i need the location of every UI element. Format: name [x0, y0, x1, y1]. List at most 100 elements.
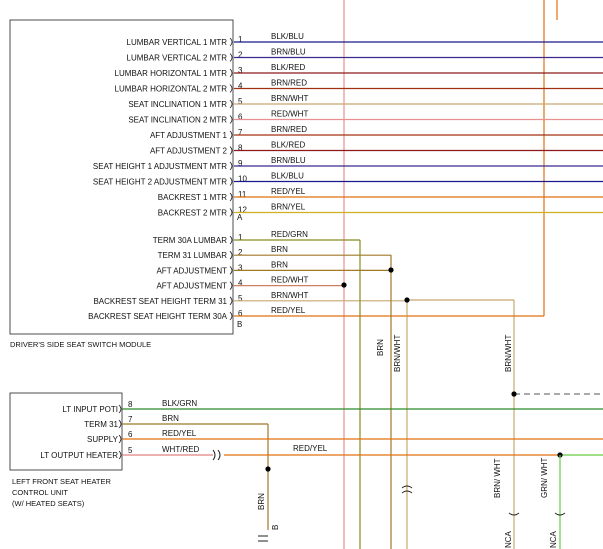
heater-pin-number: 7 — [128, 415, 133, 424]
pin-number: 11 — [238, 190, 247, 199]
wire-color-label: RED/GRN — [271, 230, 308, 239]
heater-wire-color-label: WHT/RED — [162, 445, 200, 454]
pin-terminal — [229, 161, 233, 171]
wire-color-label: RED/YEL — [271, 306, 306, 315]
pin-label: AFT ADJUSTMENT — [156, 282, 227, 291]
pin-number: 5 — [238, 97, 243, 106]
wire-color-label: BRN/WHT — [271, 291, 308, 300]
vertical-label-nca-2: NCA — [549, 530, 558, 548]
splice-dot-aft — [341, 282, 347, 288]
heater-pin-number: 8 — [128, 400, 133, 409]
splice-dot-brn — [388, 267, 394, 273]
pin-label: AFT ADJUSTMENT 1 — [150, 131, 228, 140]
pin-terminal — [229, 281, 233, 290]
heater-pin-terminal — [118, 434, 122, 444]
pin-terminal — [229, 266, 233, 275]
pin-terminal — [229, 146, 233, 155]
heater-pin-terminal — [118, 450, 122, 460]
wire-color-label: BRN/BLU — [271, 156, 306, 165]
pin-terminal — [229, 115, 233, 124]
wire-color-label: BRN — [271, 245, 288, 254]
pin-label: SEAT HEIGHT 2 ADJUSTMENT MTR — [93, 178, 227, 187]
pin-label: LUMBAR HORIZONTAL 1 MTR — [115, 69, 228, 78]
pin-terminal — [229, 296, 233, 306]
wire-color-label: BLK/RED — [271, 141, 305, 150]
pin-terminal — [229, 192, 233, 202]
pin-label: AFT ADJUSTMENT — [156, 266, 227, 275]
pin-number: 12 — [238, 206, 247, 215]
pin-label: LUMBAR VERTICAL 2 MTR — [127, 54, 228, 63]
pin-terminal — [229, 130, 233, 140]
heater-pin-label: SUPPLY — [87, 435, 119, 444]
pin-number: 10 — [238, 175, 247, 184]
pin-terminal — [229, 311, 233, 321]
pin-terminal — [229, 250, 233, 260]
wire-color-label: BLK/BLU — [271, 32, 304, 41]
pin-number: 3 — [238, 263, 243, 272]
pin-label: BACKREST SEAT HEIGHT TERM 31 — [93, 297, 227, 306]
wire-color-label: BLK/BLU — [271, 172, 304, 181]
heater-caption-line3: (W/ HEATED SEATS) — [12, 499, 85, 508]
pin-number: 4 — [238, 279, 243, 288]
pin-label: BACKREST 1 MTR — [158, 193, 227, 202]
seat-switch-module-caption: DRIVER'S SIDE SEAT SWITCH MODULE — [10, 340, 151, 349]
pin-terminal — [229, 177, 233, 186]
heater-caption-line2: CONTROL UNIT — [12, 488, 68, 497]
pin-terminal — [229, 235, 233, 245]
pin-label: TERM 30A LUMBAR — [153, 236, 227, 245]
pin-number: 5 — [238, 294, 243, 303]
nca-connector-glyph-2 — [554, 512, 566, 516]
pin-number: 3 — [238, 66, 243, 75]
vertical-label-grn-wht-bottom: GRN/ WHT — [540, 457, 549, 498]
heater-pin-terminal — [118, 419, 122, 429]
vertical-label-pin-b: B — [271, 525, 280, 530]
pin-number: 9 — [238, 159, 243, 168]
seat-switch-module-box — [9, 19, 234, 335]
pin-number: 6 — [238, 309, 243, 318]
vertical-label-brn-wht-bottom: BRN/ WHT — [493, 458, 502, 498]
pin-label: BACKREST 2 MTR — [158, 209, 227, 218]
pin-terminal — [229, 99, 233, 109]
vertical-label-nca-1: NCA — [504, 530, 513, 548]
wire-color-label: RED/WHT — [271, 110, 308, 119]
pin-label: AFT ADJUSTMENT 2 — [150, 147, 228, 156]
wire-color-label: BRN/RED — [271, 125, 307, 134]
pin-terminal — [229, 208, 233, 217]
heater-wire-color-label: BRN — [162, 414, 179, 423]
heater-wire-color-label: BLK/GRN — [162, 399, 197, 408]
heater-wire-label-red-yel: RED/YEL — [293, 444, 328, 453]
nca-connector-glyph-1 — [508, 512, 520, 516]
heater-connector-glyph — [212, 449, 221, 461]
pin-number: 2 — [238, 248, 243, 257]
pin-label: LUMBAR HORIZONTAL 2 MTR — [115, 85, 228, 94]
heater-pin-number: 6 — [128, 430, 133, 439]
vertical-label-brn-wht-right: BRN/WHT — [504, 335, 513, 372]
pin-number: 7 — [238, 128, 243, 137]
pin-terminal — [229, 53, 233, 62]
wire-color-label: RED/YEL — [271, 187, 306, 196]
connector-a-letter: A — [237, 213, 243, 222]
wire-color-label: BRN/WHT — [271, 94, 308, 103]
pin-terminal — [229, 84, 233, 93]
heater-wire-color-label: RED/YEL — [162, 429, 197, 438]
heater-pin-terminal — [118, 404, 122, 414]
vertical-label-brn-wht: BRN/WHT — [393, 335, 402, 372]
heater-pin-label: LT INPUT POTI — [62, 405, 118, 414]
pin-label: LUMBAR VERTICAL 1 MTR — [127, 38, 228, 47]
splice-dot-heater-brn — [265, 466, 271, 472]
wire-color-label: BRN — [271, 260, 288, 269]
wire-color-label: RED/WHT — [271, 276, 308, 285]
pin-label: SEAT INCLINATION 1 MTR — [128, 100, 227, 109]
heater-caption-line1: LEFT FRONT SEAT HEATER — [12, 477, 111, 486]
pin-label: TERM 31 LUMBAR — [158, 251, 228, 260]
pin-number: 1 — [238, 233, 243, 242]
heater-pin-number: 5 — [128, 446, 133, 455]
pin-label: BACKREST SEAT HEIGHT TERM 30A — [88, 312, 228, 321]
pin-label: SEAT INCLINATION 2 MTR — [128, 116, 227, 125]
pin-label: SEAT HEIGHT 1 ADJUSTMENT MTR — [93, 162, 227, 171]
vertical-label-brn-bottom: BRN — [257, 493, 266, 510]
